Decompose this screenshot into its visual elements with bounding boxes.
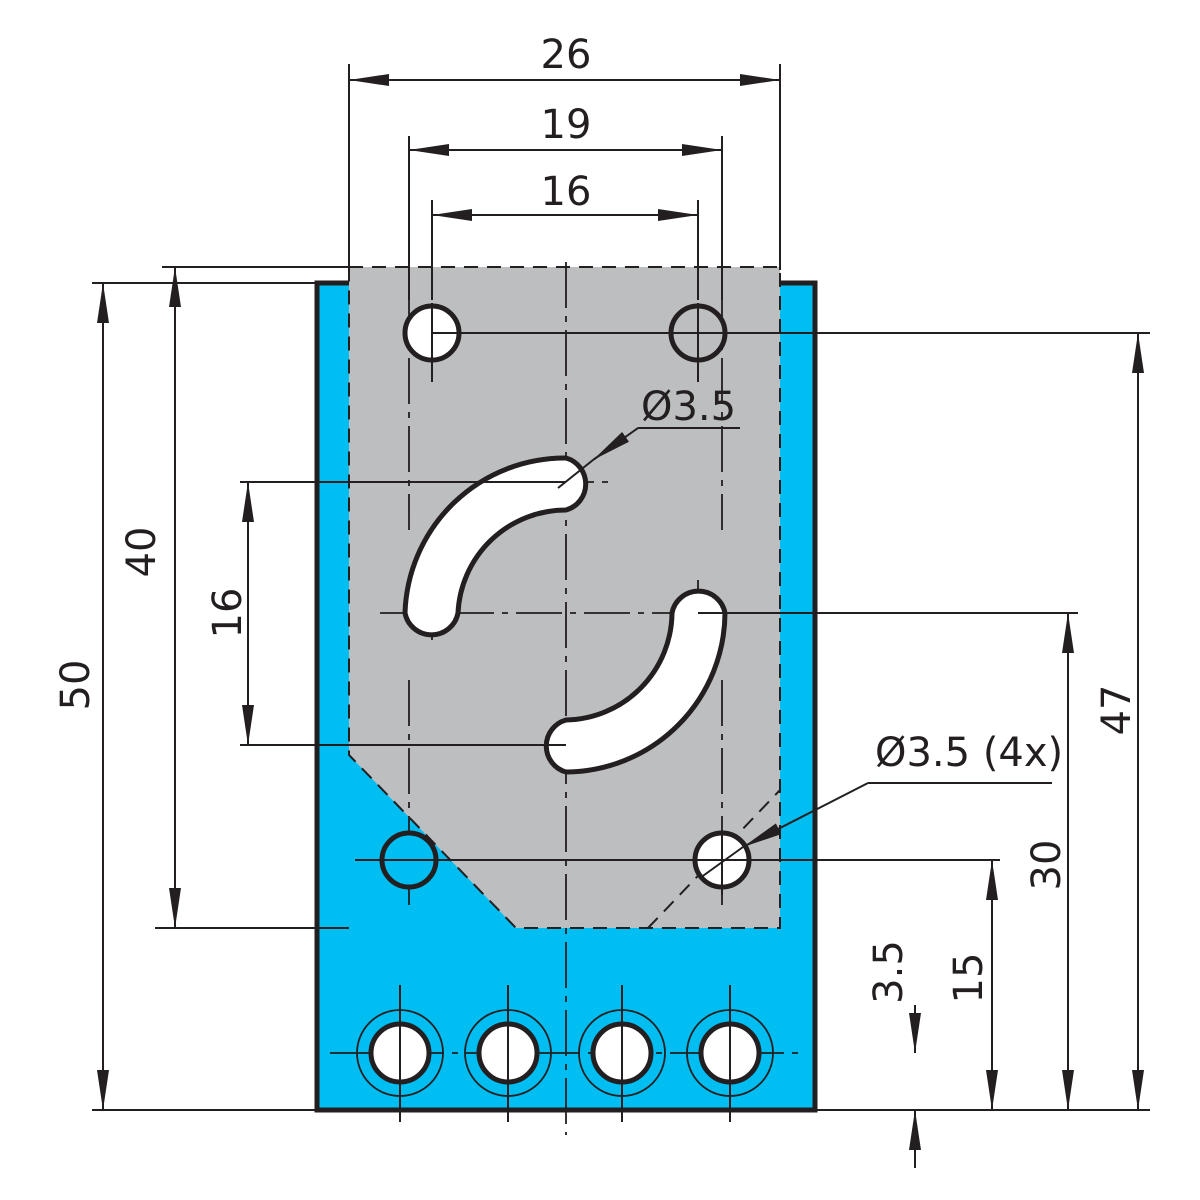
dim-width-19: 19 — [408, 102, 723, 300]
label-slot-diameter: Ø3.5 — [641, 384, 736, 430]
leader-hole-diameter: Ø3.5 (4x) — [699, 730, 1063, 879]
dim-height-50: 50 — [53, 282, 317, 1111]
arc-slot-lower — [543, 588, 728, 775]
dim-height-15: 15 — [355, 859, 1000, 1110]
dim-label-50: 50 — [53, 660, 99, 711]
dim-label-47: 47 — [1094, 685, 1140, 736]
dim-slot-spacing-16: 16 — [205, 481, 566, 746]
dim-label-30: 30 — [1024, 840, 1070, 891]
dim-label-26: 26 — [541, 32, 592, 78]
dim-label-16-top: 16 — [541, 169, 592, 215]
dim-height-47: 47 — [432, 332, 1150, 1111]
dim-label-40: 40 — [119, 527, 165, 578]
leader-slot-diameter: Ø3.5 — [557, 384, 740, 489]
dim-label-16-left: 16 — [205, 588, 251, 639]
arc-slot-upper — [402, 455, 589, 638]
dim-label-15: 15 — [946, 953, 992, 1004]
pin-header-row — [356, 985, 774, 1122]
dim-height-30: 30 — [698, 612, 1078, 1110]
dim-pin-offset-3-5: 3.5 — [866, 940, 921, 1168]
label-hole-diameter: Ø3.5 (4x) — [875, 730, 1063, 776]
dim-height-40: 40 — [119, 266, 349, 929]
dim-width-26: 26 — [348, 32, 781, 270]
dim-label-19: 19 — [541, 102, 592, 148]
dim-width-16: 16 — [431, 169, 699, 300]
dim-label-3-5: 3.5 — [866, 940, 912, 1004]
